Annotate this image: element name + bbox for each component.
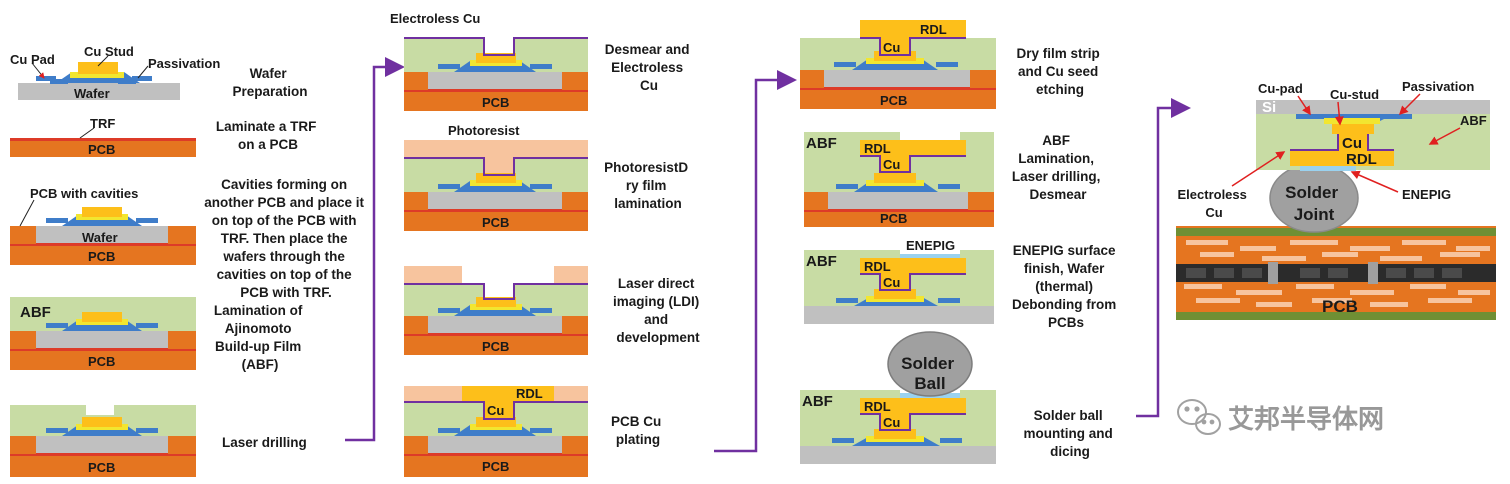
label-cu: Cu: [883, 415, 900, 430]
label-pcb: PCB: [88, 142, 115, 157]
label-passivation: Passivation: [148, 56, 220, 71]
col1-step5-diagram: PCB: [10, 405, 196, 477]
col1-step4-diagram: ABF PCB: [10, 297, 196, 370]
label-pcb: PCB: [482, 339, 509, 354]
label-pcb: PCB: [88, 249, 115, 264]
watermark: 艾邦半导体网: [1177, 399, 1384, 435]
label-rdl: RDL: [920, 22, 947, 37]
label-electroless: Electroless Cu: [1178, 187, 1251, 220]
label-solder-ball: Solder Ball: [901, 354, 959, 393]
flow-arrow-2: [714, 70, 797, 453]
flow-arrow-1: [345, 57, 405, 442]
label-pcb: PCB: [1322, 297, 1358, 316]
label-si: Si: [1262, 99, 1276, 116]
label-photoresist: Photoresist: [448, 123, 520, 138]
col1-step3-diagram: PCB with cavities Wafer PCB: [10, 186, 196, 265]
label-abf: ABF: [802, 393, 833, 410]
label-cu: Cu: [883, 275, 900, 290]
label-pcb: PCB: [880, 93, 907, 108]
col2-step2-caption: PhotoresistD ry film lamination: [604, 160, 692, 211]
label-rdl: RDL: [864, 259, 891, 274]
label-electroless: Electroless Cu: [390, 11, 480, 26]
label-abf: ABF: [806, 253, 837, 270]
label-wafer: Wafer: [82, 230, 118, 245]
label-rdl: RDL: [864, 141, 891, 156]
col2-step1-diagram: Electroless Cu PCB: [390, 11, 588, 111]
col1-step3-caption: Cavities forming on another PCB and plac…: [204, 177, 368, 300]
label-rdl: RDL: [864, 399, 891, 414]
col1-step1-caption: Wafer Preparation: [232, 66, 307, 99]
label-cu: Cu: [1342, 135, 1362, 152]
label-solder-joint: Solder Joint: [1285, 183, 1343, 224]
col1-step1-diagram: Cu Pad Cu Stud Passivation Wafer: [10, 44, 220, 101]
col1-step2-diagram: TRF PCB: [10, 116, 196, 157]
col2-step3-diagram: PCB: [404, 266, 588, 355]
final-structure-diagram: Si Cu-pad Cu-stud Passivation ABF Cu RDL…: [1176, 79, 1496, 320]
label-wafer: Wafer: [74, 86, 110, 101]
label-cu-pad: Cu-pad: [1258, 81, 1303, 96]
label-abf: ABF: [20, 304, 51, 321]
col3-step3-caption: ENEPIG surface finish, Wafer (thermal) D…: [1012, 243, 1120, 330]
col1-step4-caption: Lamination of Ajinomoto Build-up Film (A…: [214, 303, 306, 372]
label-cu-stud: Cu-stud: [1330, 87, 1379, 102]
label-rdl: RDL: [1346, 151, 1377, 168]
label-pcb: PCB: [88, 354, 115, 369]
label-enepig: ENEPIG: [1402, 187, 1451, 202]
label-abf: ABF: [806, 135, 837, 152]
label-abf: ABF: [1460, 113, 1487, 128]
col3-step1-caption: Dry film strip and Cu seed etching: [1016, 46, 1103, 97]
col3-step1-diagram: RDL Cu PCB: [800, 20, 996, 109]
label-pcb: PCB: [482, 215, 509, 230]
label-pcb: PCB: [482, 95, 509, 110]
label-pcb-cavities: PCB with cavities: [30, 186, 138, 201]
col2-step4-diagram: RDL Cu PCB: [404, 386, 588, 477]
watermark-text: 艾邦半导体网: [1228, 405, 1384, 435]
col3-step3-diagram: ENEPIG ABF RDL Cu: [804, 238, 994, 324]
label-rdl: RDL: [516, 386, 543, 401]
col1-step2-caption: Laminate a TRF on a PCB: [216, 119, 320, 152]
label-cu: Cu: [883, 157, 900, 172]
label-trf: TRF: [90, 116, 115, 131]
label-cu: Cu: [487, 403, 504, 418]
col3-step4-diagram: Solder Ball ABF RDL Cu: [800, 331, 996, 464]
label-enepig: ENEPIG: [906, 238, 955, 253]
label-passivation: Passivation: [1402, 79, 1474, 94]
col3-step4-caption: Solder ball mounting and dicing: [1024, 408, 1117, 459]
label-cu-pad: Cu Pad: [10, 52, 55, 67]
col3-step2-caption: ABF Lamination, Laser drilling, Desmear: [1012, 133, 1104, 202]
col2-step1-caption: Desmear and Electroless Cu: [605, 42, 694, 93]
label-pcb: PCB: [88, 460, 115, 475]
col1-step5-caption: Laser drilling: [222, 435, 307, 450]
col2-step4-caption: PCB Cu plating: [611, 414, 665, 447]
flow-arrow-3: [1136, 98, 1191, 418]
label-pcb: PCB: [880, 211, 907, 226]
label-cu: Cu: [883, 40, 900, 55]
col3-step2-diagram: ABF RDL Cu PCB: [804, 132, 994, 227]
col2-step3-caption: Laser direct imaging (LDI) and developme…: [613, 276, 703, 345]
wechat-icon: [1177, 399, 1221, 435]
label-pcb: PCB: [482, 459, 509, 474]
col2-step2-diagram: Photoresist PCB: [404, 123, 588, 231]
label-cu-stud: Cu Stud: [84, 44, 134, 59]
